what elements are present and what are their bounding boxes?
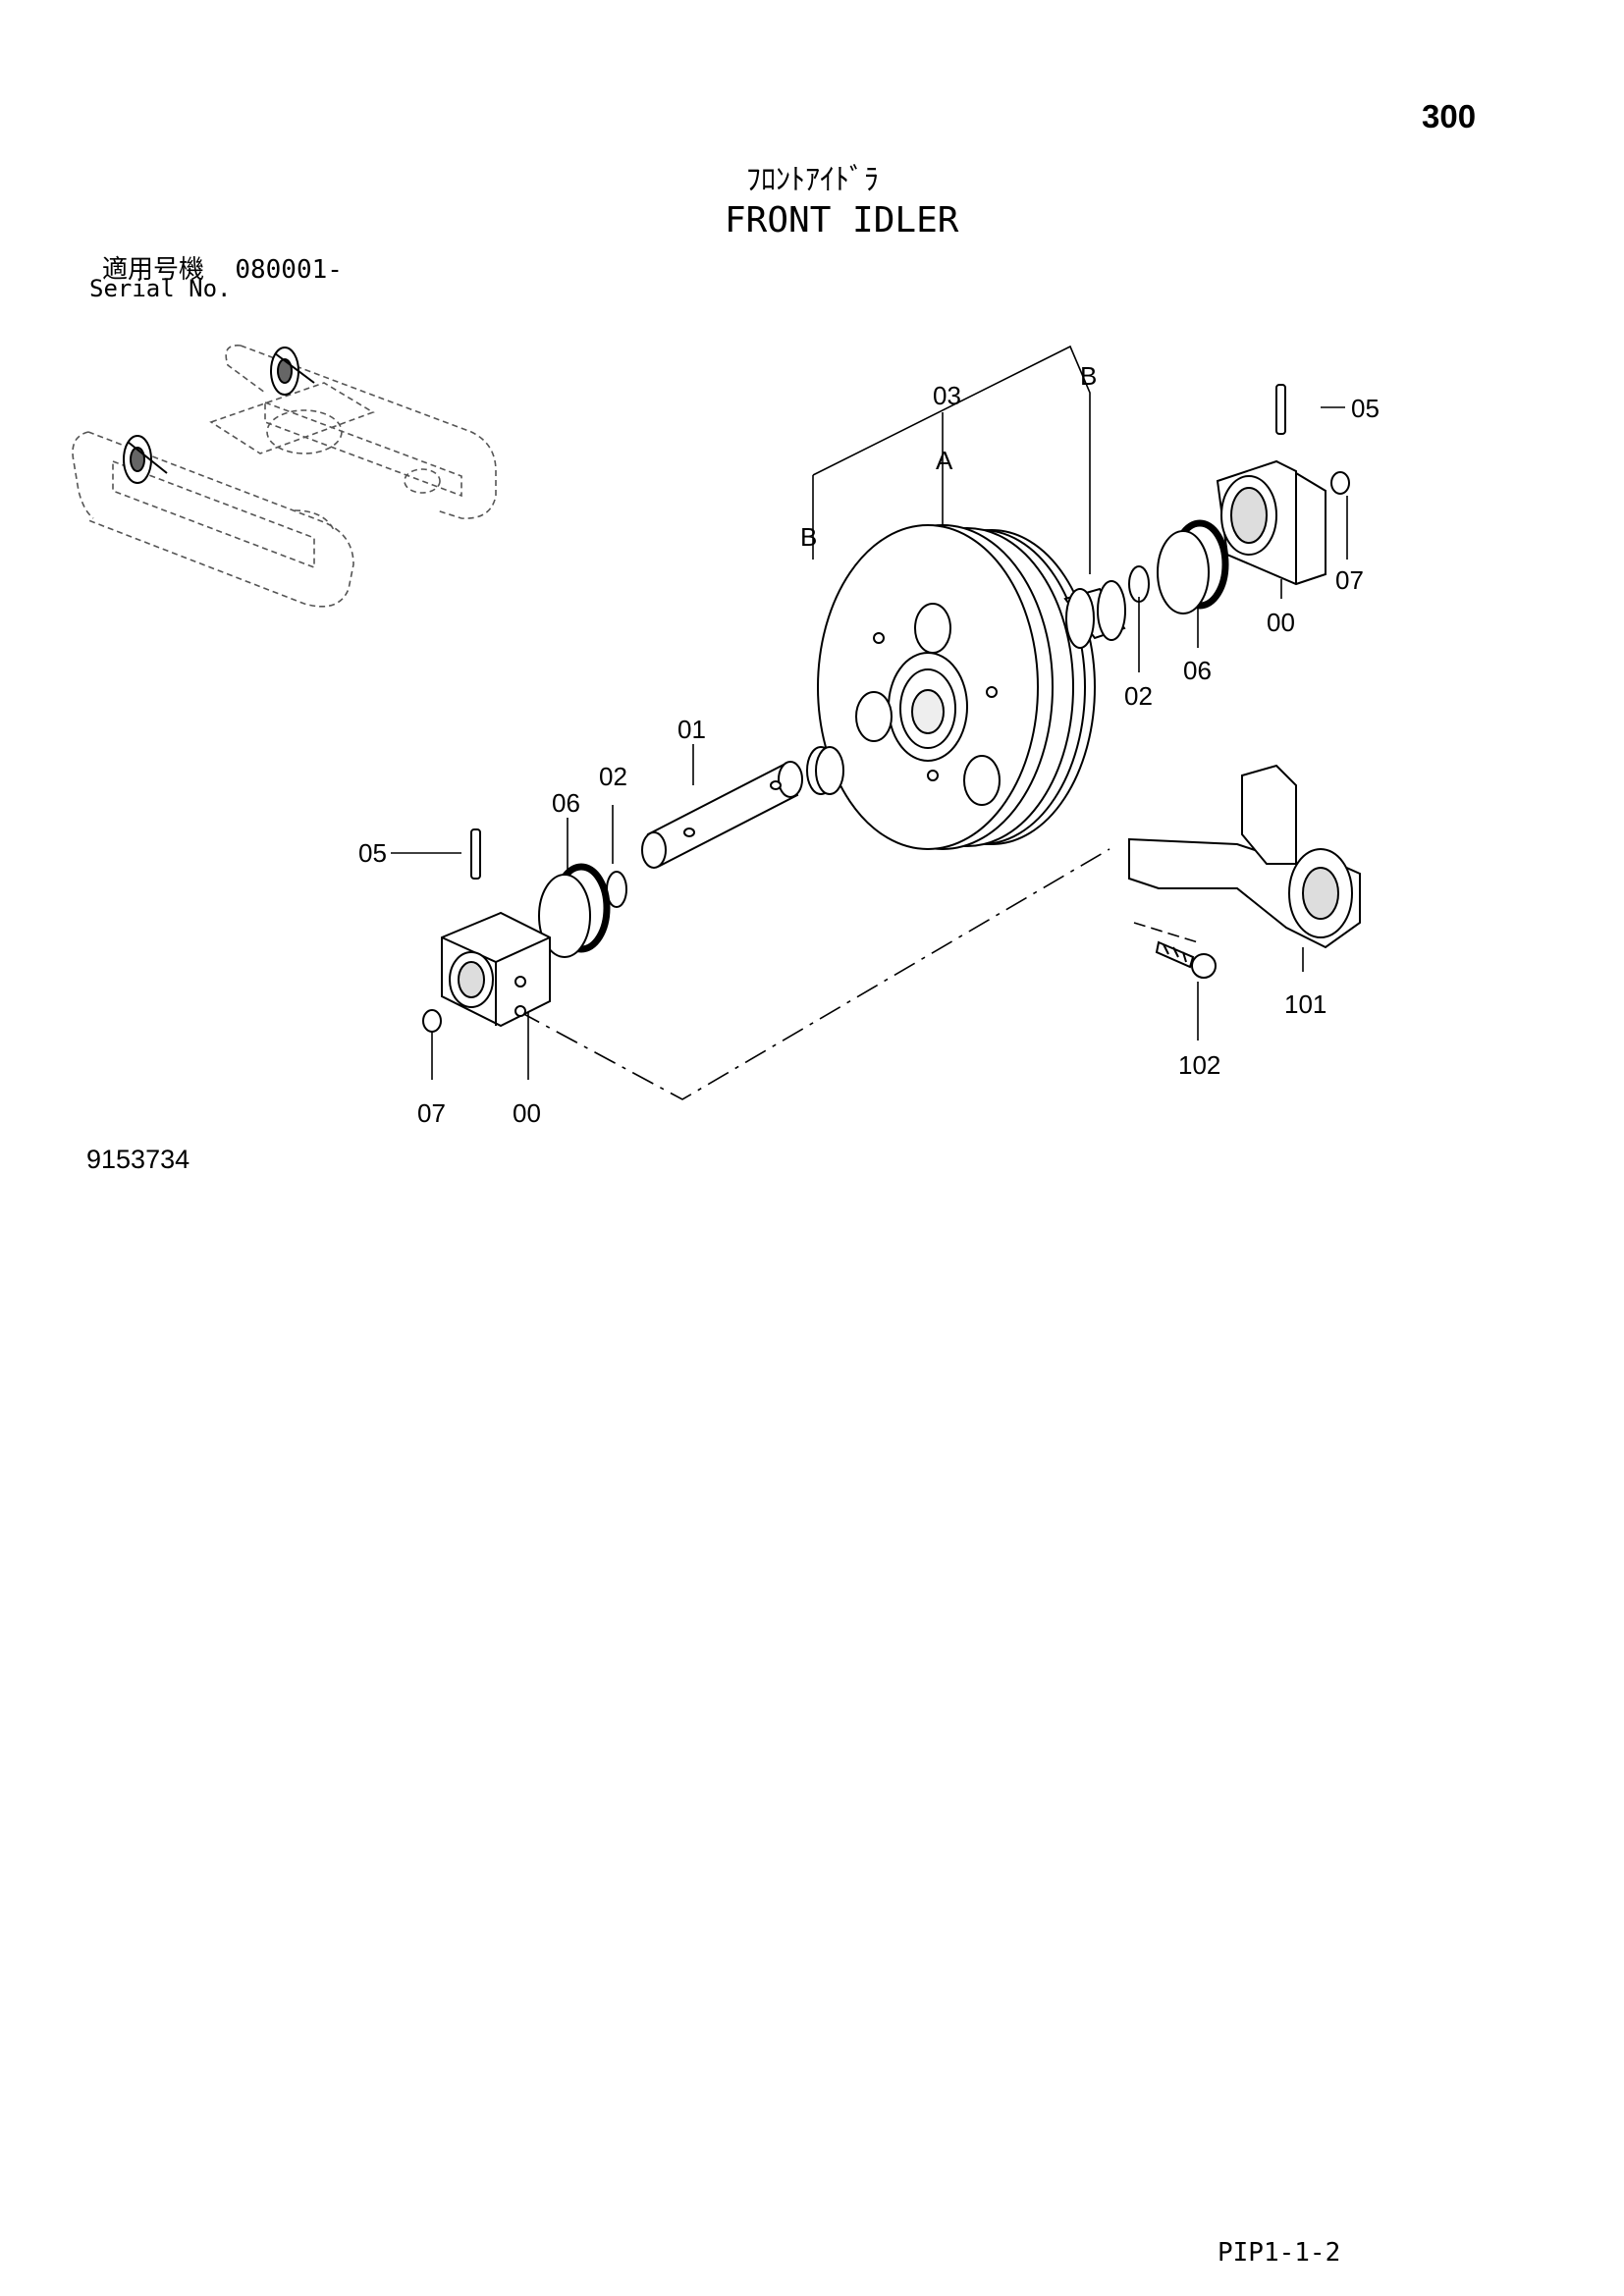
title-japanese: ﾌﾛﾝﾄｱｲﾄﾞﾗ (746, 163, 879, 197)
right-bushing (1063, 580, 1126, 649)
callout-00-left: 00 (513, 1098, 541, 1128)
serial-value: 080001- (235, 255, 343, 285)
callout-03: 03 (933, 381, 961, 410)
page-number: 300 (1422, 98, 1477, 134)
callout-02-right: 02 (1124, 681, 1153, 711)
callout-01: 01 (677, 715, 706, 744)
left-pin (470, 828, 481, 880)
locator-thumbnail (72, 345, 497, 608)
right-o-ring (1128, 565, 1150, 603)
left-plug (422, 1009, 442, 1033)
left-support (441, 911, 551, 1028)
right-floating-seal (1157, 519, 1229, 614)
serial-label-jp: 適用号機 (102, 255, 205, 285)
leader-b-top (812, 345, 1091, 574)
callout-07-right: 07 (1335, 565, 1364, 595)
idler-wheel (817, 524, 1096, 850)
callout-05-right: 05 (1351, 394, 1380, 423)
callout-102: 102 (1178, 1050, 1220, 1080)
right-support (1216, 459, 1326, 586)
right-plug (1330, 471, 1350, 495)
idler-bracket (1128, 764, 1361, 949)
callout-07-left: 07 (417, 1098, 446, 1128)
serial-label-en: Serial No. (89, 275, 232, 302)
leader-lines (391, 345, 1348, 1100)
drawing-number: 9153734 (86, 1145, 190, 1174)
right-pin (1275, 384, 1286, 435)
serial-applicability: 適用号機 080001- (102, 249, 343, 286)
callout-05-left: 05 (358, 838, 387, 868)
callout-02-left: 02 (599, 762, 627, 791)
callout-06-left: 06 (552, 788, 580, 818)
left-floating-seal (538, 863, 611, 958)
locator-idler-markers (123, 347, 315, 484)
left-bushing (806, 746, 844, 795)
callout-b-left: B (800, 522, 817, 552)
assembly-dashed-line (517, 848, 1110, 1100)
callout-00-right: 00 (1267, 608, 1295, 637)
page-title: FRONT IDLER (725, 200, 959, 240)
callout-b-top: B (1080, 361, 1097, 391)
callout-101: 101 (1284, 989, 1326, 1019)
page-code: PIP1-1-2 (1218, 2238, 1341, 2268)
callout-06-right: 06 (1183, 656, 1212, 685)
bracket-bolt (1155, 940, 1217, 979)
callout-a: A (936, 446, 953, 475)
idler-shaft (641, 761, 803, 869)
bolt-dashed-line (1133, 922, 1199, 943)
